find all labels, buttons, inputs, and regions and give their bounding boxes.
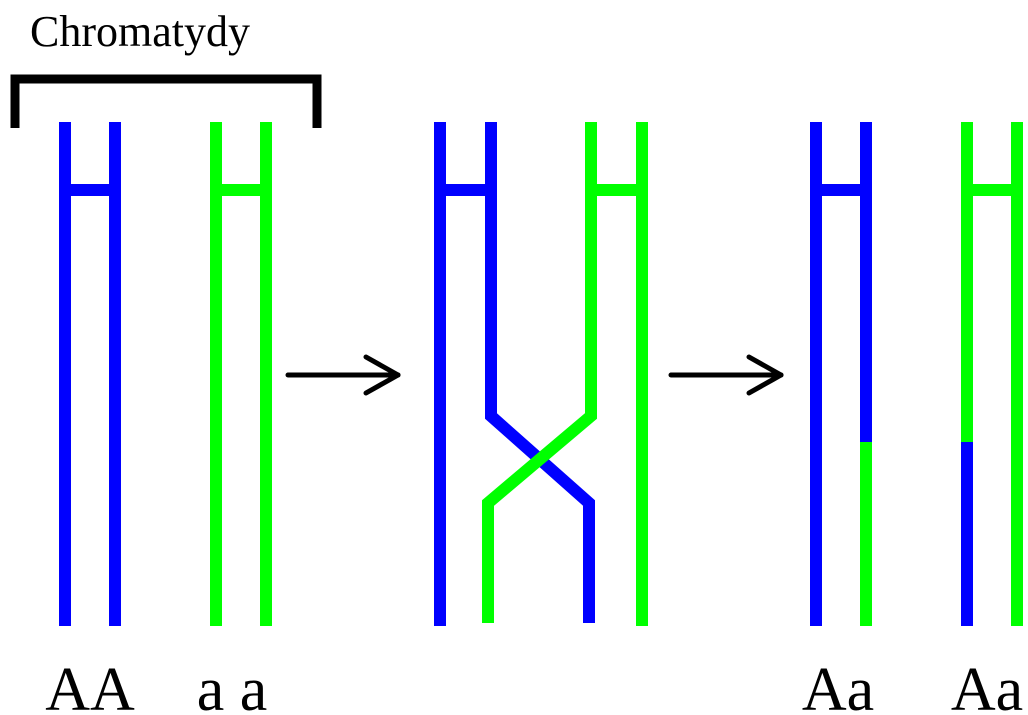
allele-label-pair1: AA [45,656,135,715]
stage2-green-chromatid-crossing [482,122,597,623]
allele-label-result2: Aa [951,656,1023,715]
stage3-blue-chromatid-right-bottom [860,442,872,626]
arrow-2-icon [668,354,784,396]
stage3-blue-centromere [822,184,860,196]
stage3-green-chromosome [961,122,1023,626]
stage1-blue-chromatid-right [109,122,121,626]
stage1-blue-chromosome [59,122,121,626]
stage1-green-chromatid-left [210,122,222,626]
allele-label-result1: Aa [802,656,874,715]
stage3-blue-chromatid-right-top [860,122,872,442]
stage1-blue-chromatid-left [59,122,71,626]
stage3-green-chromatid-right [1011,122,1023,626]
allele-label-pair2: a a [197,656,268,715]
arrow-1-icon [285,354,401,396]
chromatids-bracket [10,74,322,128]
stage3-green-chromatid-left-bottom [961,442,973,626]
stage1-green-chromosome [210,122,272,626]
stage1-green-chromatid-right [260,122,272,626]
chromatids-title: Chromatydy [30,7,250,56]
stage2-blue-chromatid-outer [434,122,446,626]
stage2-blue-centromere [446,184,488,196]
stage2-blue-chromatid-crossing [485,122,595,623]
stage2-green-centromere [592,184,636,196]
stage1-green-centromere [222,184,260,196]
stage3-green-centromere [973,184,1011,196]
stage2-crossing-over [434,122,648,626]
stage3-blue-chromosome [810,122,872,626]
stage3-blue-chromatid-left [810,122,822,626]
stage2-green-chromatid-outer [636,122,648,626]
stage1-blue-centromere [71,184,109,196]
stage3-green-chromatid-left-top [961,122,973,442]
